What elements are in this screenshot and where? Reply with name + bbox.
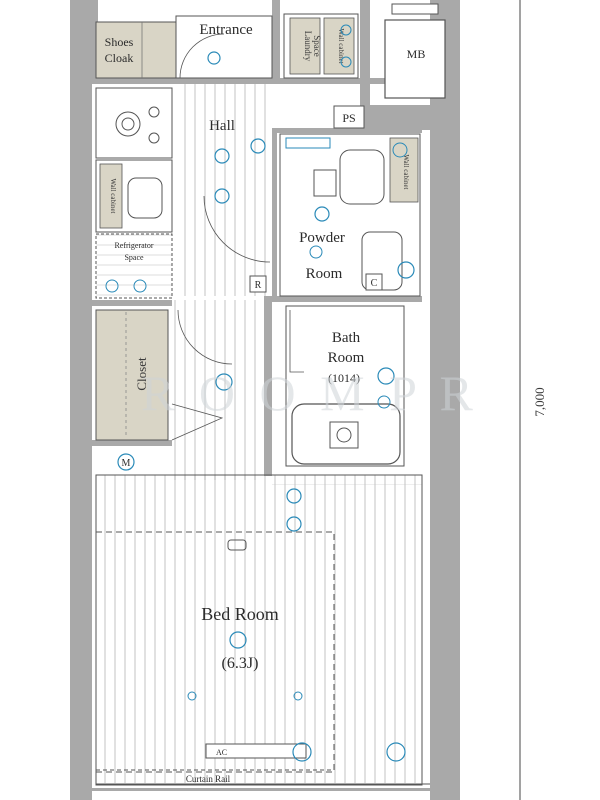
ps-box [333,105,365,129]
watermark: R O O M P R [141,365,479,421]
outlet-icon [187,691,197,701]
ceiling-light-icon [215,373,233,391]
outlet-icon [397,261,415,279]
bedroom-light-icon [229,631,247,649]
curtain-rail-label: Curtain Rail [186,774,231,784]
switch-icon [286,488,302,504]
dimension-line: 7,000 [519,0,547,800]
powder-label-2: Room [306,266,343,282]
switch-icon [392,142,408,158]
bathtub [291,403,401,465]
laundry-label-2: Space [312,35,322,57]
bath-label-1: Bath [332,330,361,346]
r-label: R [255,280,262,291]
shoes-cloak [95,21,177,79]
shoes-cloak-label-1: Shoes [105,35,134,49]
entrance-label: Entrance [199,22,253,38]
intercom-icon [250,138,266,154]
powder-label-1: Powder [299,230,345,246]
ceiling-light-icon [214,188,230,204]
m-icon [117,453,135,471]
closet-door [171,403,224,441]
closet-label: Closet [134,357,149,391]
refrigerator-label-2: Space [124,253,144,262]
hall-door-swing [203,195,271,263]
entrance-door-swing [179,33,225,79]
tank [313,169,337,197]
bath-label-2: Room [328,350,365,366]
bath-size: (1014) [328,371,360,385]
laundry-wall-cabinet: Wall cabinet [337,28,345,63]
bedroom-door-swing [177,309,233,365]
outlet-icon [105,279,119,293]
c-label: C [371,278,378,289]
light-icon [207,51,221,65]
mb-label: MB [407,47,426,61]
switch-icon [286,516,302,532]
outlet-icon [293,691,303,701]
walls [70,0,460,800]
mb-box [384,19,446,99]
bedroom-outline [95,474,423,786]
laundry-label: Laundry [303,31,313,62]
bedroom-size: (6.3J) [222,655,259,672]
closet [95,309,169,441]
powder-wall-cabinet: Wall cabinet [402,154,410,189]
entrance-area [175,15,273,79]
outlet-icon [386,742,406,762]
outlet-icon [340,56,352,68]
bedroom-rug [95,531,335,773]
sink-basin [127,177,163,219]
ceiling-hook-icon [227,539,247,551]
ac-label: AC [216,748,227,757]
hall-label: Hall [209,118,235,134]
mb-top [391,3,439,15]
bedroom-label: Bed Room [201,604,279,624]
ps-label: PS [342,111,355,125]
bath-room [285,305,405,467]
outlet-icon [133,279,147,293]
dimension-label: 7,000 [532,387,547,416]
refrigerator-label-1: Refrigerator [114,241,153,250]
fan-icon [309,245,323,259]
air-conditioner [205,743,307,759]
faucet-icon [377,395,391,409]
shoes-cloak-label-2: Cloak [105,51,134,65]
ceiling-light-icon [214,148,230,164]
r-box [249,275,267,293]
bath-light-icon [377,367,395,385]
m-label: M [122,458,131,469]
ac-outlet-icon [292,742,312,762]
kitchen-wall-cabinet: Wall cabinet [109,178,117,213]
outlet-icon [340,24,352,36]
floor-boards [96,84,422,783]
drain-icon [336,427,352,443]
c-box [365,273,383,291]
toilet [339,149,385,205]
ceiling-light-icon [314,206,330,222]
